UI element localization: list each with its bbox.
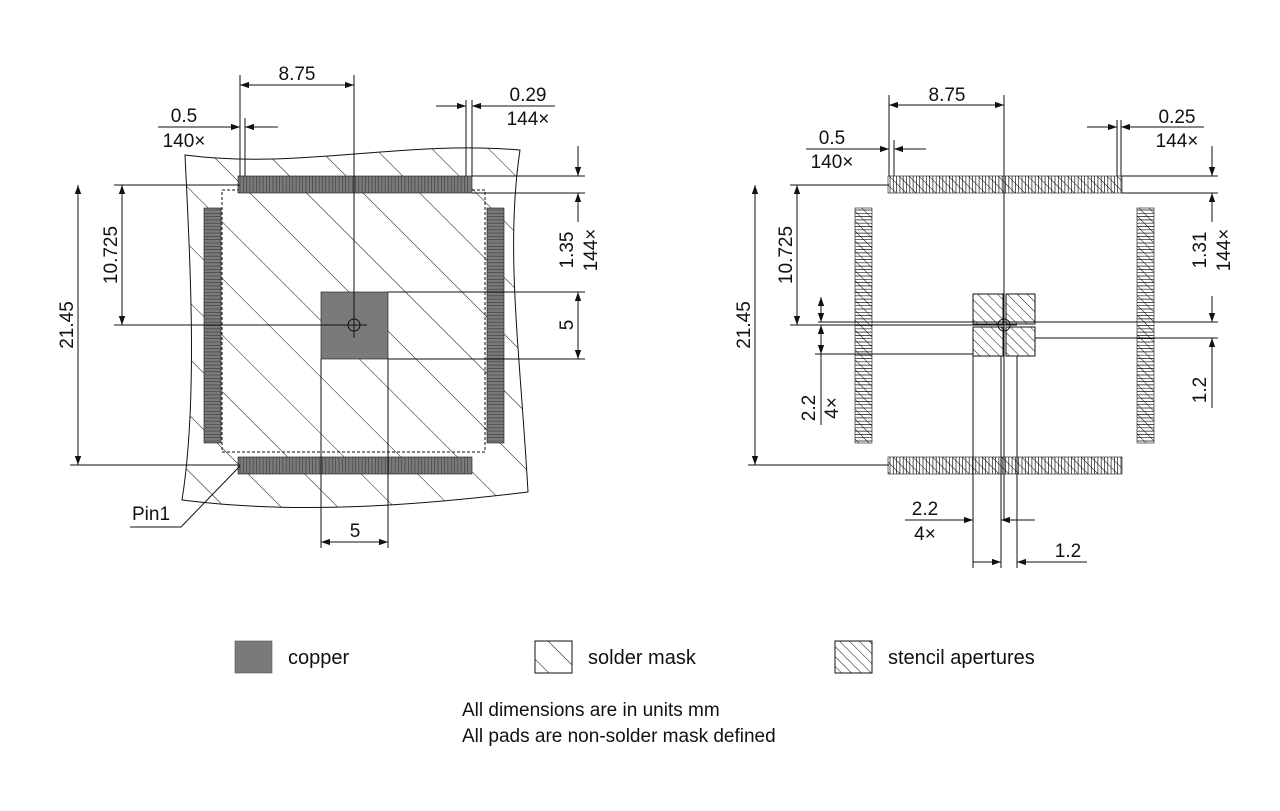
dim-21-45: 21.45 xyxy=(57,301,78,349)
pin1-label: Pin1 xyxy=(132,504,170,525)
dim-1-35: 1.35 xyxy=(557,232,578,269)
dim-144x-r: 144× xyxy=(1156,131,1199,152)
dim-4x-h: 4× xyxy=(914,524,936,545)
legend: copper solder mask stencil apertures xyxy=(234,640,1035,674)
dim-10-725-r: 10.725 xyxy=(776,226,797,284)
legend-swatch-stencil xyxy=(834,640,873,674)
legend-swatch-copper xyxy=(234,640,273,674)
dim-5-h: 5 xyxy=(350,521,361,542)
dim-140x-r: 140× xyxy=(811,152,854,173)
left-dimension-text: 8.75 0.5 140× 0.29 144× 1.35 144× 5 10.7… xyxy=(57,64,602,542)
dim-144x-v: 144× xyxy=(581,229,602,272)
dim-2-2-v: 2.2 xyxy=(799,395,820,421)
dim-8-75: 8.75 xyxy=(279,64,316,85)
dim-1-31: 1.31 xyxy=(1190,232,1211,269)
left-dimensions xyxy=(70,75,585,548)
right-dimension-text: 8.75 0.5 140× 0.25 144× 1.31 144× 1.2 10… xyxy=(734,85,1235,562)
right-dimensions xyxy=(748,95,1218,568)
dim-0-5: 0.5 xyxy=(171,106,197,127)
dim-1-2-h: 1.2 xyxy=(1055,541,1081,562)
legend-swatch-solder-mask xyxy=(534,640,573,674)
dim-21-45-r: 21.45 xyxy=(734,301,755,349)
dim-5-v: 5 xyxy=(557,320,578,331)
dim-0-5-r: 0.5 xyxy=(819,128,845,149)
dim-0-29: 0.29 xyxy=(510,85,547,106)
dim-1-2-v: 1.2 xyxy=(1190,377,1211,403)
dim-140x: 140× xyxy=(163,131,206,152)
dim-10-725: 10.725 xyxy=(101,226,122,284)
note-nsmd: All pads are non-solder mask defined xyxy=(462,726,776,747)
right-center-stencil xyxy=(972,293,1036,357)
legend-label-solder-mask: solder mask xyxy=(588,647,697,669)
dim-4x-v: 4× xyxy=(822,397,843,419)
note-units: All dimensions are in units mm xyxy=(462,700,720,721)
dim-8-75-r: 8.75 xyxy=(929,85,966,106)
legend-label-stencil: stencil apertures xyxy=(888,647,1035,669)
dim-144x-v-r: 144× xyxy=(1214,229,1235,272)
legend-label-copper: copper xyxy=(288,647,349,669)
dim-0-25: 0.25 xyxy=(1159,107,1196,128)
dim-144x: 144× xyxy=(507,109,550,130)
dim-2-2-h: 2.2 xyxy=(912,499,938,520)
